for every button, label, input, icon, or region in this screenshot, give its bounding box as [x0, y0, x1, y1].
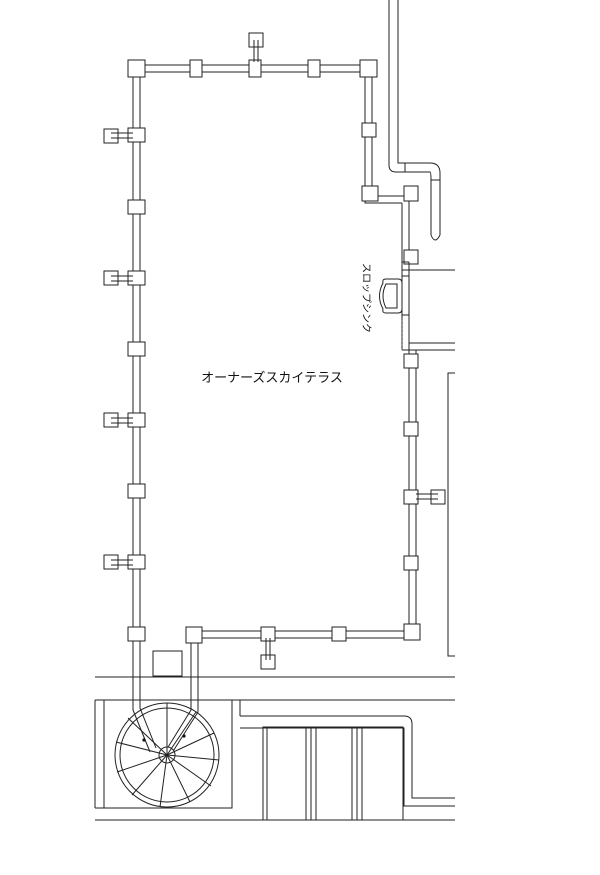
spiral-staircase — [114, 702, 220, 808]
sink-label: スロップシンク — [360, 263, 372, 333]
stairwell — [94, 700, 455, 821]
sliding-doors — [262, 726, 404, 821]
drain-pipe — [388, 0, 441, 241]
room-label: オーナーズスカイテラス — [201, 370, 343, 386]
railing-posts — [103, 32, 446, 670]
adjacent-wall-right — [447, 372, 455, 657]
slop-sink — [379, 261, 455, 351]
equipment-box — [152, 650, 183, 677]
slab-edge — [95, 676, 455, 701]
